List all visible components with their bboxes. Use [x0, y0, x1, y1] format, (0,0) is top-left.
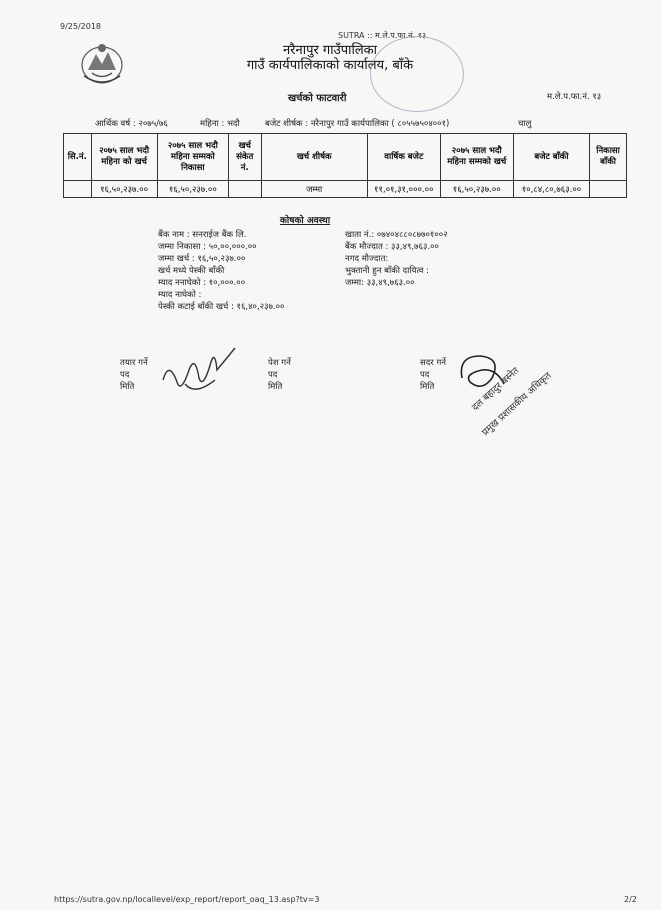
cash-balance: नगद मौज्दात: — [345, 254, 389, 264]
cell-expense-code — [228, 180, 262, 198]
treasury-right: खाता नं.: ०७४०४८८०८७७०१००२ बैंक मौज्दात … — [345, 229, 448, 289]
approved-post: पद — [420, 370, 430, 380]
col-budget-remaining: बजेट बाँकी — [512, 133, 591, 181]
col-cumulative-release: २०७५ साल भदौ महिना सम्मको निकासा — [156, 133, 230, 181]
approver-signature-icon — [460, 355, 505, 387]
cell-cumulative-expense: १६,५०,२३७.०० — [439, 180, 514, 198]
page-number: 2/2 — [624, 895, 637, 904]
office-seal-icon — [370, 36, 464, 112]
form-number: म.ले.प.फा.नं. १३ — [547, 92, 602, 102]
treasury-heading: कोषको अवस्था — [280, 216, 331, 226]
treasury-left: बैंक नाम : सनराईज बैंक लि. जम्मा निकासा … — [158, 229, 284, 313]
total-release: जम्मा निकासा : ५०,००,०००.०० — [158, 242, 257, 252]
bank-balance: बैंक मौज्दात : ३३,४९,७६३.०० — [345, 242, 439, 252]
account-number: खाता नं.: ०७४०४८८०८७७०१००२ — [345, 230, 448, 240]
office-name: नरैनापुर गाउँपालिका — [282, 43, 378, 58]
system-label: SUTRA :: म.ले.प.फा.नं. १३ — [338, 31, 427, 40]
cell-expense-head: जम्मा — [260, 180, 368, 198]
cell-budget-remaining: १०,८४,८०,७६३.०० — [512, 180, 591, 198]
prepared-label: तयार गर्ने — [120, 358, 148, 368]
approved-label: सदर गर्ने — [420, 358, 446, 368]
submitted-date: मिति — [268, 382, 283, 392]
print-date: 9/25/2018 — [60, 22, 102, 31]
cell-sn — [63, 180, 92, 198]
col-expense-code: खर्च संकेत नं. — [228, 133, 262, 181]
cell-release-remaining — [589, 180, 627, 198]
approved-date: मिति — [420, 382, 435, 392]
col-expense-month: २०७५ साल भदौ महिना को खर्च — [90, 133, 158, 181]
fiscal-year: आर्थिक वर्ष : २०७५/७६ — [95, 119, 168, 129]
col-cumulative-expense: २०७५ साल भदौ महिना सम्मको खर्च — [439, 133, 514, 181]
report-month: महिना : भदौ — [200, 119, 240, 129]
prepared-date: मिति — [120, 382, 135, 392]
signature-prepared: तयार गर्ने पद मिति — [120, 357, 148, 393]
budget-status: चालु — [518, 119, 532, 129]
table-row: १६,५०,२३७.०० १६,५०,२३७.०० जम्मा ११,०१,३१… — [63, 180, 627, 198]
submitted-post: पद — [268, 370, 278, 380]
bank-name: बैंक नाम : सनराईज बैंक लि. — [158, 230, 247, 240]
signature-submitted: पेश गर्ने पद मिति — [268, 357, 291, 393]
cell-expense-month: १६,५०,२३७.०० — [90, 180, 158, 198]
expense-table: सि.नं. २०७५ साल भदौ महिना को खर्च २०७५ स… — [63, 133, 627, 198]
pending-liability: भुक्तानी हुन बाँकी दायित्व : — [345, 266, 430, 276]
report-title: खर्चको फाटवारी — [288, 93, 347, 104]
cell-cumulative-release: १६,५०,२३७.०० — [156, 180, 230, 198]
table-header-row: सि.नं. २०७५ साल भदौ महिना को खर्च २०७५ स… — [63, 133, 627, 181]
advance-remaining: खर्च मध्ये पेस्की बाँकी — [158, 266, 225, 276]
signature-approved: सदर गर्ने पद मिति — [420, 357, 446, 393]
col-annual-budget: वार्षिक बजेट — [366, 133, 441, 181]
col-sn: सि.नं. — [63, 133, 92, 181]
footer-url: https://sutra.gov.np/locallevel/exp_repo… — [54, 895, 320, 904]
advance-not-expired: म्याद ननाघेको : १०,०००.०० — [158, 278, 246, 288]
cell-annual-budget: ११,०१,३१,०००.०० — [366, 180, 441, 198]
handwritten-signature-icon — [162, 347, 236, 390]
advance-expired: म्याद नाघेको : — [158, 290, 202, 300]
prepared-post: पद — [120, 370, 130, 380]
col-release-remaining: निकासा बाँकी — [589, 133, 627, 181]
total-expense: जम्मा खर्च : १६,५०,२३७.०० — [158, 254, 246, 264]
expense-after-advance: पेस्की कटाई बाँकी खर्च : १६,४०,२३७.०० — [158, 302, 285, 312]
submitted-label: पेश गर्ने — [268, 358, 291, 368]
budget-head: बजेट शीर्षक : नरैनापुर गाउँ कार्यपालिका … — [265, 119, 450, 129]
nepal-emblem-icon — [81, 44, 123, 84]
total-balance: जम्मा: ३३,४९,७६३.०० — [345, 278, 415, 288]
col-expense-head: खर्च शीर्षक — [260, 133, 368, 181]
